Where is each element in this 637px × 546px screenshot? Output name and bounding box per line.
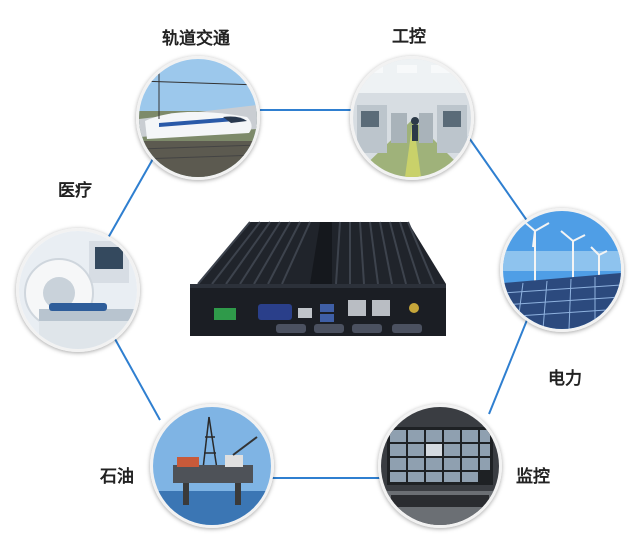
medical-image [16,228,140,352]
rail-transit-image [136,56,260,180]
connector-medical-rail [107,149,159,239]
industrial-pc-image [190,221,446,336]
fanless-pc-icon [190,221,446,336]
power-label: 电力 [548,369,582,389]
wind-solar-icon [503,211,621,329]
connector-oil-medical [109,329,161,421]
monitoring-image [378,404,502,528]
rail-transit-label: 轨道交通 [162,29,230,49]
factory-machines-icon [353,59,471,177]
ct-scanner-icon [19,231,137,349]
medical-label: 医疗 [58,181,92,201]
industrial-control-label: 工控 [392,27,426,47]
connector-industrial-power [466,134,529,223]
oil-label: 石油 [100,467,134,487]
oil-image [150,404,274,528]
video-wall-icon [381,407,499,525]
industrial-control-image [350,56,474,180]
monitoring-label: 监控 [516,467,550,487]
connector-power-monitoring [488,319,528,415]
power-image [500,208,624,332]
high-speed-train-icon [139,59,257,177]
oil-platform-icon [153,407,271,525]
